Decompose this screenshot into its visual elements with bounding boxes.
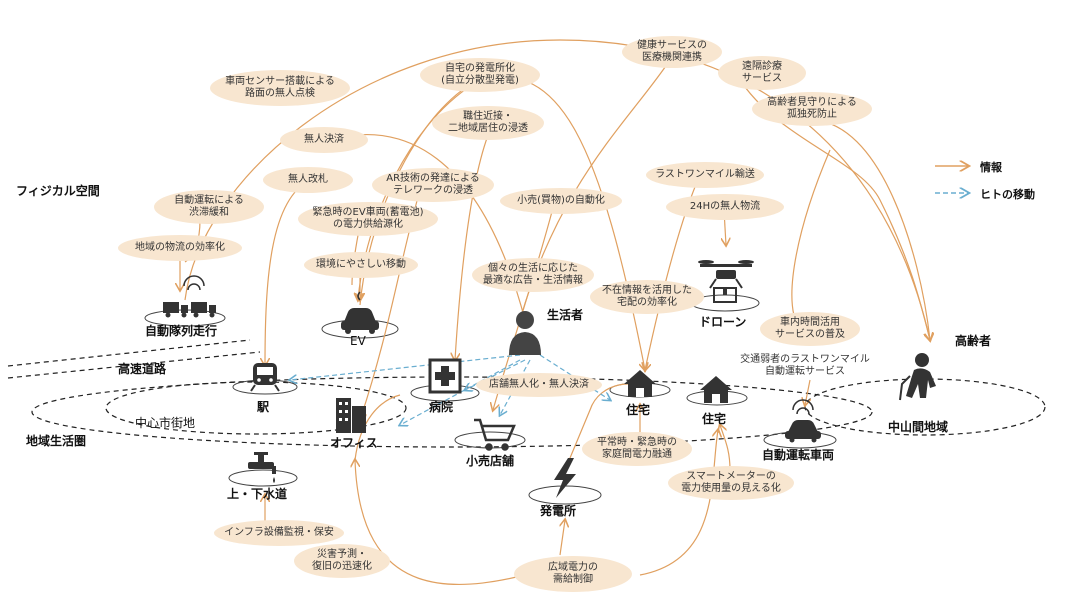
resident-icon (509, 311, 541, 355)
house2-label: 住宅 (702, 412, 727, 426)
house-icon (624, 370, 656, 397)
mountain-area-label: 中山間地域 (888, 420, 949, 434)
elderly-label: 高齢者 (955, 334, 992, 348)
office-label: オフィス (330, 436, 378, 450)
ev-label: EV (350, 334, 366, 348)
house-icon (700, 376, 732, 403)
autonomous-vehicle-icon (785, 399, 821, 443)
bubble-work-home: 職住近接・ 二地域居住の浸透 (432, 106, 544, 140)
station-label: 駅 (257, 400, 270, 414)
lightning-icon (554, 458, 576, 498)
bubble-power-exchange: 平常時・緊急時の 家庭間電力融通 (582, 432, 692, 466)
bubble-eco-move: 環境にやさしい移動 (304, 252, 418, 278)
store-label: 小売店舗 (466, 454, 515, 468)
bubble-vehicle-sensor: 車両センサー搭載による 路面の無人点検 (210, 70, 350, 106)
bubble-smart-meter: スマートメーターの 電力使用量の見える化 (668, 466, 794, 500)
bubble-traffic-relief: 自動運転による 渋滞緩和 (154, 190, 264, 224)
text-weak-transport: 交通弱者のラストワンマイル 自動運転サービス (740, 354, 870, 377)
highway-line-1 (7, 339, 251, 367)
office-building-icon (336, 398, 366, 433)
zone-boundaries (7, 339, 1046, 448)
bubble-infra-monitor: インフラ設備監視・保安 (214, 520, 344, 546)
bubble-disaster: 災害予測・ 復旧の迅速化 (294, 544, 390, 578)
drone-label: ドローン (699, 315, 747, 329)
bubble-retail-auto: 小売(買物)の自動化 (500, 188, 622, 214)
water-label: 上・下水道 (227, 487, 288, 501)
bubble-ar-telework: AR技術の発達による テレワークの浸透 (372, 168, 494, 202)
city-center-boundary (105, 381, 407, 435)
bubble-home-power: 自宅の発電所化 (自立分散型発電) (420, 58, 540, 92)
drone-icon (698, 260, 754, 303)
bubble-elderly-watch: 高齢者見守りによる 孤独死防止 (752, 92, 872, 126)
regional-area-label: 地域生活圏 (26, 434, 87, 448)
resident-label: 生活者 (547, 308, 584, 322)
bubble-personal-ads: 個々の生活に応じた 最適な広告・生活情報 (472, 258, 594, 292)
bubble-wide-power: 広域電力の 需給制御 (514, 556, 632, 592)
auto-vehicle-label: 自動運転車両 (762, 448, 835, 462)
elderly-icon (899, 353, 936, 401)
bubble-unmanned-gate: 無人改札 (263, 167, 353, 193)
bubble-remote-diagnosis: 遠隔診療 サービス (718, 56, 806, 90)
platoon-label: 自動隊列走行 (145, 324, 218, 338)
highway-line-2 (7, 351, 261, 379)
city-center-label: 中心市街地 (135, 416, 196, 430)
highway-label: 高速道路 (118, 362, 167, 376)
hospital-icon (428, 358, 462, 394)
bubble-store-unmanned: 店舗無人化・無人決済 (476, 373, 602, 397)
bubble-unmanned-payment: 無人決済 (280, 127, 368, 153)
platoon-truck-icon (163, 275, 216, 318)
regional-area-boundary (31, 376, 873, 448)
shopping-cart-icon (474, 418, 516, 451)
bubble-ev-power: 緊急時のEV車両(蓄電池) の電力供給源化 (298, 202, 438, 236)
legend-movement: ヒトの移動 (980, 188, 1035, 201)
bubble-drone-24h: 24Hの無人物流 (666, 194, 784, 220)
bubble-in-car-time: 車内時間活用 サービスの普及 (760, 312, 860, 346)
bubble-local-logistics: 地域の物流の効率化 (118, 235, 242, 261)
bubble-health-service: 健康サービスの 医療機関連携 (622, 36, 722, 68)
house1-label: 住宅 (626, 403, 651, 417)
legend-lines (935, 166, 968, 193)
power-plant-label: 発電所 (540, 504, 577, 518)
legend-info: 情報 (980, 161, 1002, 174)
water-faucet-icon (248, 452, 276, 483)
physical-space-label: フィジカル空間 (16, 184, 100, 198)
train-icon (250, 363, 280, 392)
hospital-label: 病院 (429, 400, 454, 414)
bubble-last-mile: ラストワンマイル輸送 (646, 162, 764, 188)
bubble-absence-info: 不在情報を活用した 宅配の効率化 (590, 280, 704, 314)
ev-car-icon (341, 291, 379, 334)
